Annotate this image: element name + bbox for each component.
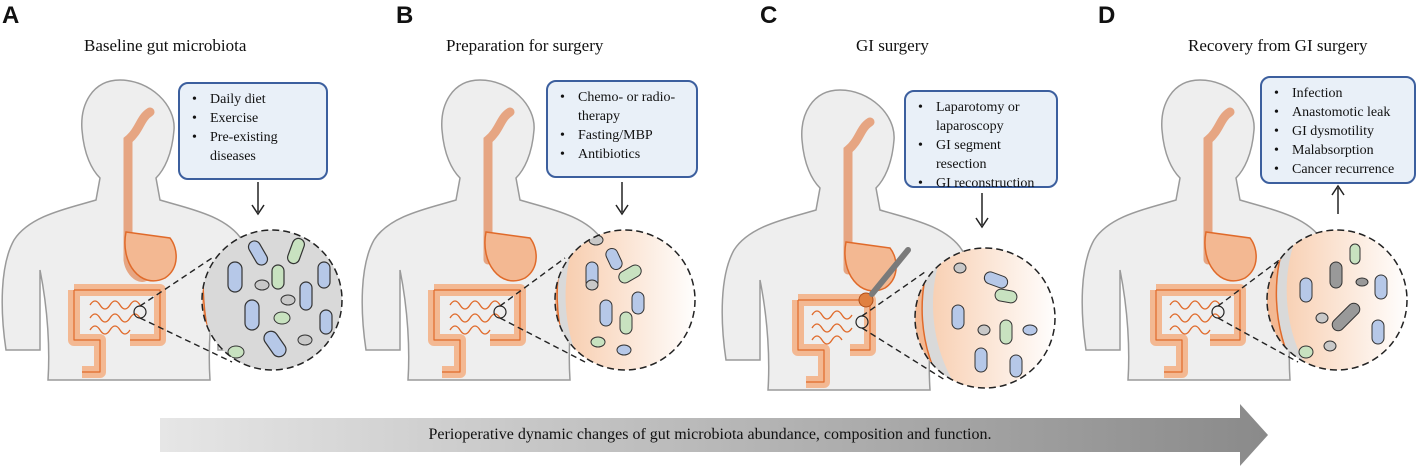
timeline-arrow: [160, 404, 1268, 466]
panel-letter: C: [760, 2, 778, 29]
panel-title: Preparation for surgery: [446, 36, 604, 55]
factors-box: Laparotomy or laparoscopy GI segment res…: [904, 90, 1058, 193]
factors-box: Daily diet Exercise Pre-existing disease…: [178, 82, 328, 180]
factor-item: Anastomotic leak: [1274, 103, 1404, 122]
factor-item: GI segment resection: [918, 136, 1036, 174]
factor-item: Laparotomy or laparoscopy: [918, 98, 1046, 136]
factor-item: GI dysmotility: [1274, 122, 1404, 141]
stomach-a: [124, 231, 177, 282]
factor-item: Infection: [1274, 84, 1404, 103]
scalpel-icon: [869, 247, 911, 297]
panel-c-illustration: [721, 89, 1056, 391]
panel-b-illustration: [361, 79, 696, 381]
small-intestine-a: [89, 300, 141, 335]
factor-item: Malabsorption: [1274, 141, 1404, 160]
factor-item: Daily diet: [192, 90, 316, 109]
panel-d: D Recovery from GI surgery Infection Ana…: [1064, 0, 1418, 400]
factor-item: Cancer recurrence: [1274, 160, 1404, 179]
factors-box: Infection Anastomotic leak GI dysmotilit…: [1260, 76, 1416, 184]
timeline-caption: Perioperative dynamic changes of gut mic…: [428, 426, 992, 443]
panel-b: B Preparation for surgery Chemo- or radi…: [360, 0, 714, 400]
panel-title: GI surgery: [856, 36, 929, 55]
panel-letter: B: [396, 2, 414, 29]
panel-letter: D: [1098, 2, 1116, 29]
factors-box: Chemo- or radio-therapy Fasting/MBP Anti…: [546, 80, 698, 178]
factor-item: Chemo- or radio-therapy: [560, 88, 696, 126]
factor-item: Fasting/MBP: [560, 126, 686, 145]
panel-a: A Baseline gut microbiota Daily diet Exe…: [0, 0, 354, 400]
panel-title: Recovery from GI surgery: [1188, 36, 1368, 55]
factor-item: Exercise: [192, 109, 316, 128]
microbiota-zoom-c: [915, 248, 1055, 388]
panel-letter: A: [2, 2, 20, 29]
factor-item: Pre-existing diseases: [192, 128, 300, 166]
factor-item: GI reconstruction: [918, 174, 1046, 193]
panel-d-illustration: [1081, 79, 1408, 381]
microbiota-zoom-a: [202, 230, 342, 370]
panel-title: Baseline gut microbiota: [84, 36, 247, 55]
panel-c: C GI surgery Laparotomy or laparoscopy G…: [720, 0, 1074, 400]
panel-a-illustration: [1, 79, 343, 381]
factor-item: Antibiotics: [560, 145, 686, 164]
